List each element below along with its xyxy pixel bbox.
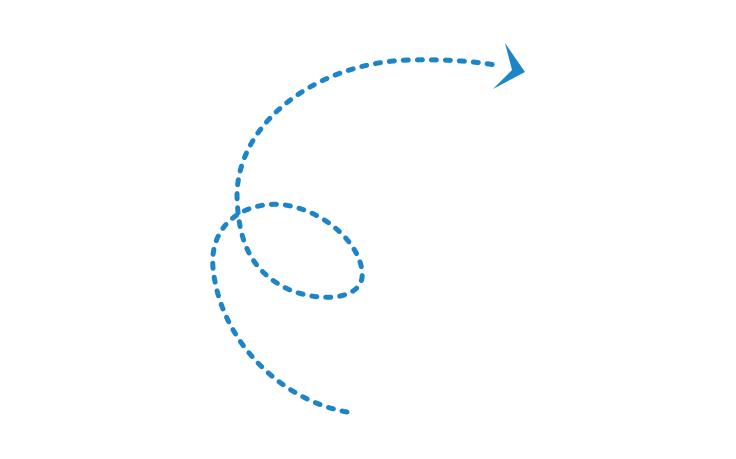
arrowhead-icon <box>493 43 525 89</box>
dashed-curly-arrow-path <box>210 57 498 415</box>
